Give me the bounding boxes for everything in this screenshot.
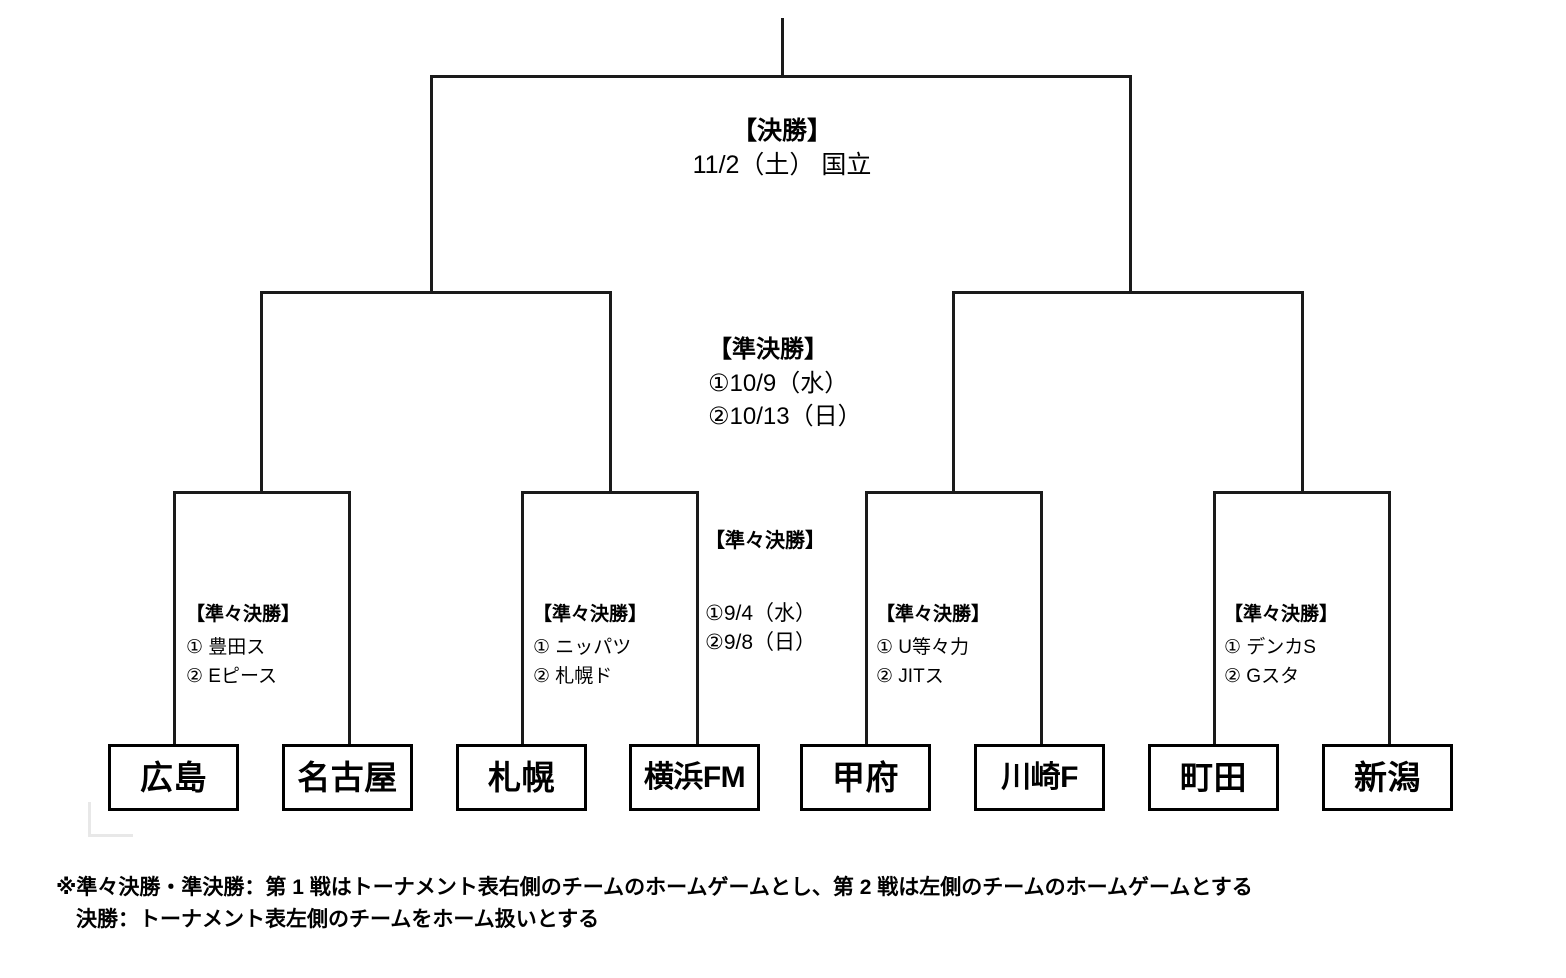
quarterfinal-venue-4-leg2: ② Gスタ bbox=[1224, 665, 1300, 687]
quarterfinal-venue-1-leg2: ② Eピース bbox=[186, 665, 278, 687]
team-name: 町田 bbox=[1180, 759, 1247, 796]
team-name: 広島 bbox=[140, 759, 207, 796]
quarterfinal-4-bar bbox=[1213, 491, 1391, 494]
corner-artifact bbox=[88, 802, 133, 837]
semifinal-round-title: 【準決勝】 bbox=[708, 336, 828, 363]
team-name: 新潟 bbox=[1354, 759, 1421, 796]
quarterfinal-venue-3-title: 【準々決勝】 bbox=[876, 604, 991, 625]
final-round-detail: 11/2（土） 国立 bbox=[692, 150, 872, 179]
footnote-line-1: ※準々決勝・準決勝：第 1 戦はトーナメント表右側のチームのホームゲームとし、第… bbox=[56, 876, 1253, 899]
quarterfinal-venue-2-leg2: ② 札幌ド bbox=[533, 665, 613, 687]
semifinal-left-bar bbox=[260, 291, 612, 294]
final-left-leg bbox=[430, 75, 433, 294]
team-box-sapporo[interactable]: 札幌 bbox=[456, 744, 587, 811]
quarterfinal-venue-3-leg1: ① U等々力 bbox=[876, 636, 970, 658]
team-name: 札幌 bbox=[488, 759, 555, 796]
team-name: 横浜FM bbox=[643, 760, 746, 794]
semifinal-round-info: 【準決勝】 ①10/9（水） ②10/13（日） bbox=[708, 333, 862, 434]
final-round-title: 【決勝】 bbox=[731, 117, 832, 145]
quarterfinal-venue-4-title: 【準々決勝】 bbox=[1224, 604, 1339, 625]
team-box-nagoya[interactable]: 名古屋 bbox=[282, 744, 413, 811]
quarterfinal-1-leg-a bbox=[173, 491, 176, 744]
quarterfinal-1-bar bbox=[173, 491, 351, 494]
quarterfinal-venue-2-title: 【準々決勝】 bbox=[533, 604, 648, 625]
team-box-kofu[interactable]: 甲府 bbox=[800, 744, 931, 811]
team-box-kawasaki-f[interactable]: 川崎F bbox=[974, 744, 1105, 811]
semifinal-left-leg-a bbox=[260, 291, 263, 491]
quarterfinal-4-leg-b bbox=[1388, 491, 1391, 744]
semifinal-right-leg-a bbox=[952, 291, 955, 491]
quarterfinal-venue-1: 【準々決勝】 ① 豊田ス ② Eピース bbox=[186, 601, 300, 691]
team-box-hiroshima[interactable]: 広島 bbox=[108, 744, 239, 811]
quarterfinal-2-leg-a bbox=[521, 491, 524, 744]
quarterfinal-3-leg-b bbox=[1040, 491, 1043, 744]
quarterfinal-round-info: 【準々決勝】 ①9/4（水） ②9/8（日） bbox=[705, 527, 825, 658]
semifinal-right-leg-b bbox=[1301, 291, 1304, 491]
quarterfinal-venue-1-title: 【準々決勝】 bbox=[186, 604, 301, 625]
quarterfinal-venue-4: 【準々決勝】 ① デンカS ② Gスタ bbox=[1224, 601, 1338, 691]
footnote-line-2: 決勝：トーナメント表左側のチームをホーム扱いとする bbox=[76, 907, 600, 931]
semifinal-leg2-date: ②10/13（日） bbox=[708, 403, 862, 431]
quarterfinal-leg2-date: ②9/8（日） bbox=[705, 631, 817, 655]
final-round-info: 【決勝】 11/2（土） 国立 bbox=[582, 115, 982, 183]
quarterfinal-1-leg-b bbox=[348, 491, 351, 744]
semifinal-leg1-date: ①10/9（水） bbox=[708, 369, 849, 397]
team-box-yokohama-fm[interactable]: 横浜FM bbox=[629, 744, 760, 811]
quarterfinal-venue-3: 【準々決勝】 ① U等々力 ② JITス bbox=[876, 601, 990, 691]
team-box-niigata[interactable]: 新潟 bbox=[1322, 744, 1453, 811]
semifinal-left-leg-b bbox=[609, 291, 612, 491]
quarterfinal-venue-4-leg1: ① デンカS bbox=[1224, 636, 1316, 658]
quarterfinal-4-leg-a bbox=[1213, 491, 1216, 744]
quarterfinal-2-leg-b bbox=[696, 491, 699, 744]
quarterfinal-leg1-date: ①9/4（水） bbox=[705, 602, 817, 625]
final-horizontal-bar bbox=[430, 75, 1132, 78]
semifinal-right-bar bbox=[952, 291, 1304, 294]
quarterfinal-venue-2-leg1: ① ニッパツ bbox=[533, 636, 632, 658]
final-top-stub bbox=[781, 18, 784, 76]
quarterfinal-round-title: 【準々決勝】 bbox=[705, 530, 825, 552]
team-box-machida[interactable]: 町田 bbox=[1148, 744, 1279, 811]
quarterfinal-venue-2: 【準々決勝】 ① ニッパツ ② 札幌ド bbox=[533, 601, 647, 691]
quarterfinal-venue-1-leg1: ① 豊田ス bbox=[186, 636, 266, 658]
quarterfinal-2-bar bbox=[521, 491, 699, 494]
team-name: 名古屋 bbox=[297, 759, 398, 796]
team-name: 甲府 bbox=[832, 759, 899, 796]
quarterfinal-3-leg-a bbox=[865, 491, 868, 744]
final-right-leg bbox=[1129, 75, 1132, 294]
team-name: 川崎F bbox=[1001, 760, 1078, 794]
quarterfinal-3-bar bbox=[865, 491, 1043, 494]
quarterfinal-venue-3-leg2: ② JITス bbox=[876, 665, 944, 687]
footnote: ※準々決勝・準決勝：第 1 戦はトーナメント表右側のチームのホームゲームとし、第… bbox=[56, 872, 1253, 935]
